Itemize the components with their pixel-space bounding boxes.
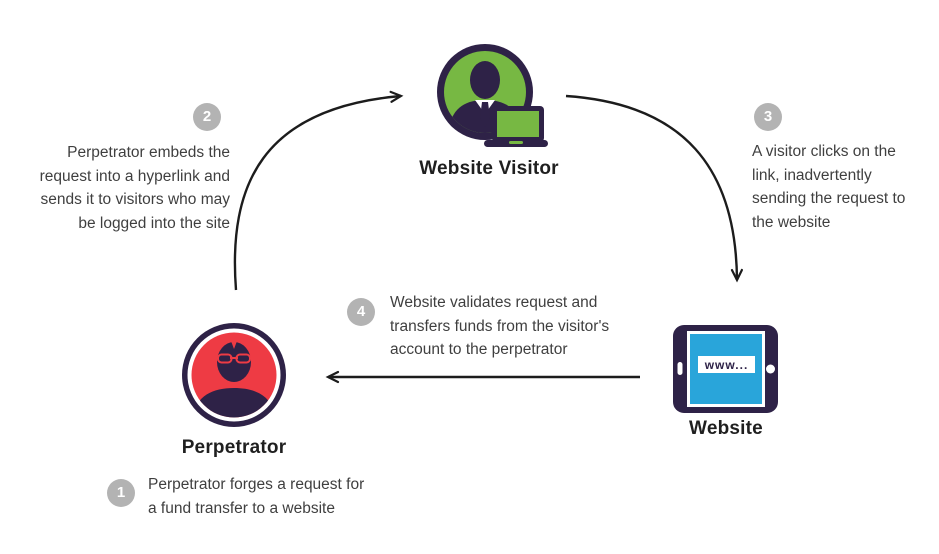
perpetrator-icon	[182, 323, 286, 427]
step-1-text: Perpetrator forges a request for a fund …	[148, 476, 365, 517]
website-visitor-label: Website Visitor	[419, 158, 559, 179]
step-1-badge: 1	[107, 479, 135, 507]
step-3-text: A visitor clicks on the link, inadverten…	[752, 143, 906, 231]
website-tablet-icon: www...	[673, 325, 778, 413]
step-2-badge: 2	[193, 103, 221, 131]
step-3-badge: 3	[754, 103, 782, 131]
step-4-text: Website validates request and transfers …	[390, 294, 610, 358]
laptop-icon	[484, 106, 548, 147]
address-bar-text: www...	[704, 358, 749, 372]
website-label: Website	[689, 418, 763, 439]
step-2-text: Perpetrator embeds the request into a hy…	[39, 144, 230, 232]
perpetrator-silhouette	[191, 341, 277, 418]
arrow-perpetrator-to-visitor	[233, 90, 404, 291]
arrow-visitor-to-website	[565, 94, 744, 283]
address-bar: www...	[698, 356, 755, 373]
website-visitor-icon	[437, 44, 548, 147]
step-4-badge: 4	[347, 298, 375, 326]
perpetrator-label: Perpetrator	[181, 437, 287, 458]
